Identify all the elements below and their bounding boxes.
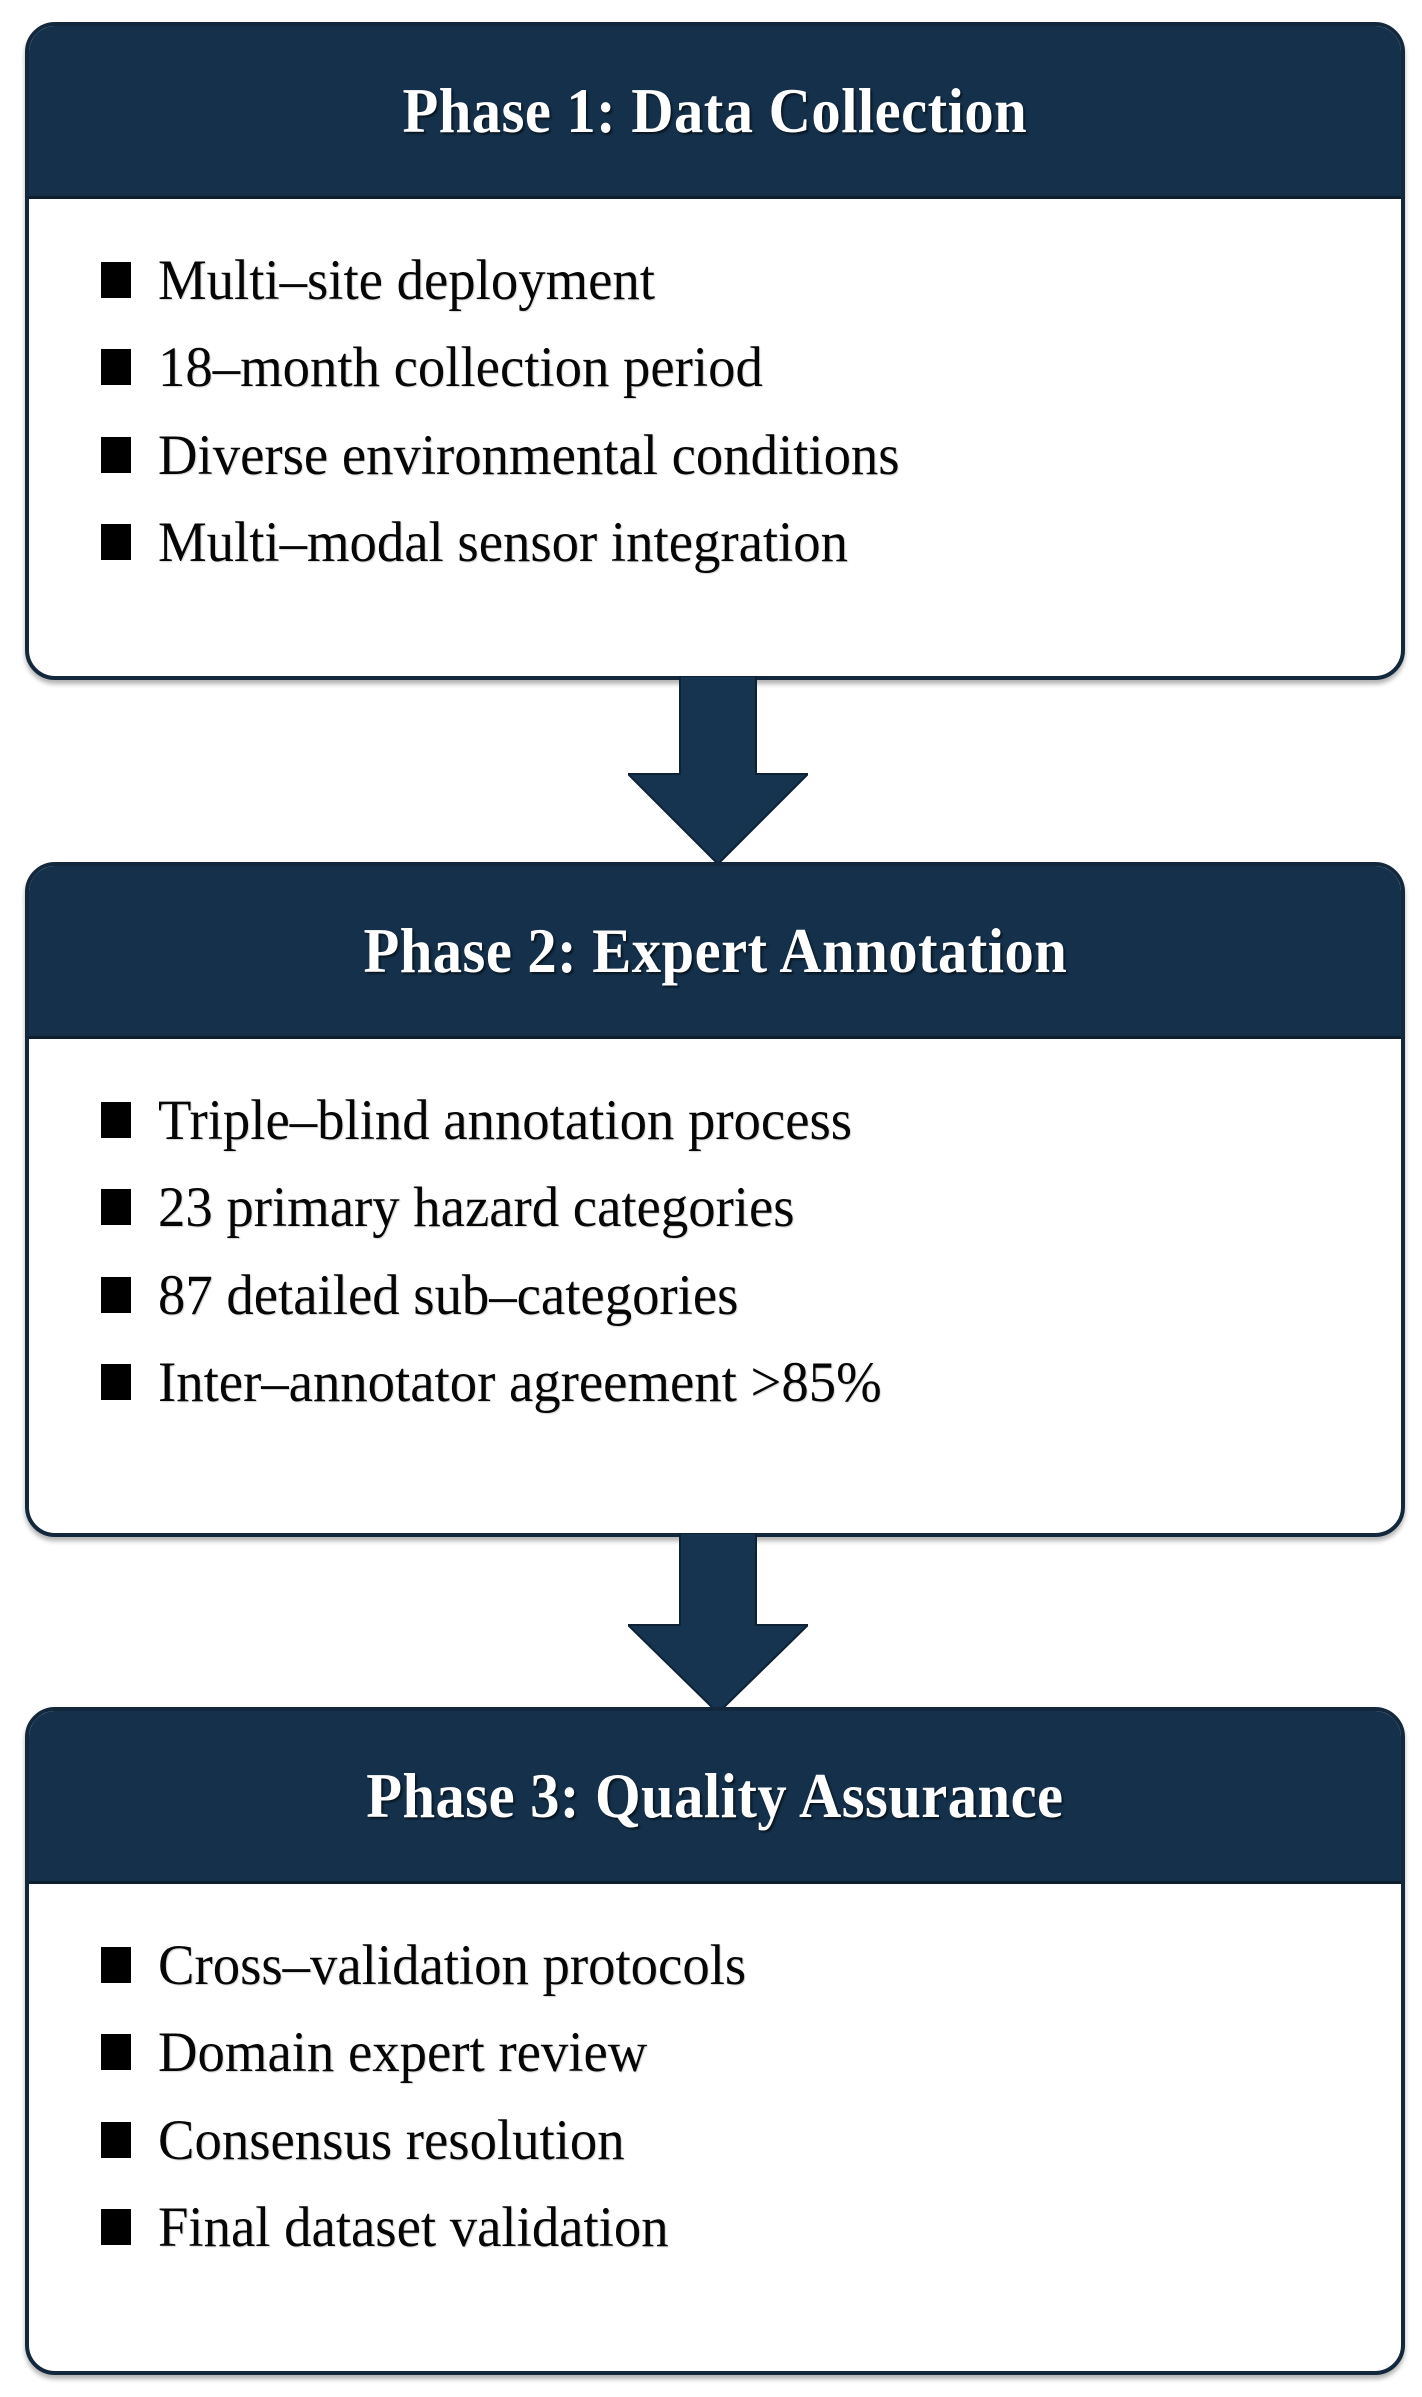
phase-3-bullet-4: Final dataset validation: [158, 2195, 669, 2259]
square-bullet-icon: [101, 2034, 131, 2071]
phase-3-header: Phase 3: Quality Assurance: [29, 1711, 1401, 1884]
square-bullet-icon: [101, 1947, 131, 1983]
list-item: Multi–site deployment: [29, 245, 1401, 316]
square-bullet-icon: [101, 349, 131, 386]
list-item: 23 primary hazard categories: [29, 1172, 1401, 1243]
list-item: Domain expert review: [29, 2017, 1401, 2088]
square-bullet-icon: [101, 2208, 131, 2245]
phase-3-body: Cross–validation protocols Domain expert…: [29, 1884, 1401, 2303]
list-item: Cross–validation protocols: [29, 1930, 1401, 2001]
phase-1-bullet-1: Multi–site deployment: [158, 249, 656, 312]
phase-3-title: Phase 3: Quality Assurance: [366, 1760, 1064, 1831]
phase-box-2[interactable]: Phase 2: Expert Annotation Triple–blind …: [25, 862, 1405, 1537]
list-item: Multi–modal sensor integration: [29, 507, 1401, 578]
list-item: Inter–annotator agreement >85%: [29, 1347, 1401, 1418]
phase-1-title: Phase 1: Data Collection: [402, 75, 1028, 146]
phase-1-bullet-4: Multi–modal sensor integration: [158, 510, 848, 574]
square-bullet-icon: [101, 1276, 131, 1313]
square-bullet-icon: [101, 2121, 131, 2158]
square-bullet-icon: [101, 262, 131, 298]
phase-1-body: Multi–site deployment 18–month collectio…: [29, 199, 1401, 618]
phase-2-body: Triple–blind annotation process 23 prima…: [29, 1039, 1401, 1458]
phase-2-header: Phase 2: Expert Annotation: [29, 866, 1401, 1039]
list-item: 18–month collection period: [29, 332, 1401, 403]
connector-arrow-1: [628, 676, 808, 864]
list-item: Triple–blind annotation process: [29, 1085, 1401, 1156]
phase-2-bullet-1: Triple–blind annotation process: [158, 1089, 853, 1152]
connector-arrow-2: [628, 1533, 808, 1713]
square-bullet-icon: [101, 1189, 131, 1226]
square-bullet-icon: [101, 523, 131, 560]
list-item: Consensus resolution: [29, 2105, 1401, 2176]
list-item: Diverse environmental conditions: [29, 420, 1401, 491]
list-item: Final dataset validation: [29, 2192, 1401, 2263]
phase-2-bullet-2: 23 primary hazard categories: [158, 1176, 795, 1240]
square-bullet-icon: [101, 1102, 131, 1138]
list-item: 87 detailed sub–categories: [29, 1260, 1401, 1331]
phase-box-3[interactable]: Phase 3: Quality Assurance Cross–validat…: [25, 1707, 1405, 2375]
phase-2-bullet-3: 87 detailed sub–categories: [158, 1263, 739, 1327]
phase-3-bullet-2: Domain expert review: [158, 2021, 648, 2085]
phase-box-1[interactable]: Phase 1: Data Collection Multi–site depl…: [25, 22, 1405, 680]
phase-2-bullet-4: Inter–annotator agreement >85%: [158, 1350, 882, 1414]
phase-3-bullet-3: Consensus resolution: [158, 2108, 625, 2172]
phase-2-title: Phase 2: Expert Annotation: [363, 915, 1067, 986]
square-bullet-icon: [101, 1363, 131, 1400]
phase-1-bullet-3: Diverse environmental conditions: [158, 423, 900, 487]
phase-3-bullet-1: Cross–validation protocols: [158, 1934, 747, 1997]
phase-1-bullet-2: 18–month collection period: [158, 336, 763, 400]
square-bullet-icon: [101, 436, 131, 473]
phase-1-header: Phase 1: Data Collection: [29, 26, 1401, 199]
